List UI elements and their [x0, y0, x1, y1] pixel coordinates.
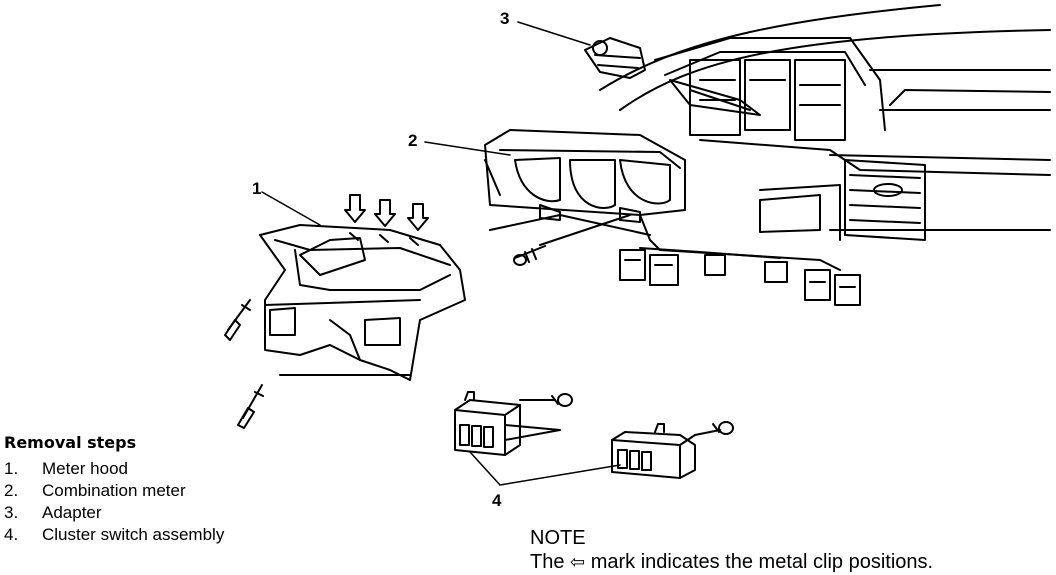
step-label: Cluster switch assembly	[42, 525, 225, 544]
meter-hood-part	[259, 224, 466, 381]
removal-steps-list: 1. Meter hood 2. Combination meter 3. Ad…	[4, 458, 324, 546]
step-number: 3.	[4, 503, 19, 522]
list-item: 3. Adapter	[4, 502, 324, 524]
callout-3: 3	[500, 9, 510, 28]
cluster-switch-right	[611, 421, 734, 479]
air-vent	[844, 159, 926, 241]
note-block: NOTE The ⇦ mark indicates the metal clip…	[530, 526, 1050, 575]
note-prefix: The	[530, 551, 565, 573]
list-item: 2. Combination meter	[4, 480, 324, 502]
dashboard-panel	[599, 4, 1051, 241]
clip-arrow-icon	[374, 199, 396, 227]
note-text: The ⇦ mark indicates the metal clip posi…	[530, 550, 1050, 575]
screw	[513, 245, 546, 266]
cluster-switch-left	[454, 391, 573, 456]
screw	[237, 384, 264, 429]
callout-2: 2	[408, 131, 418, 150]
step-number: 1.	[4, 459, 19, 478]
step-number: 4.	[4, 525, 19, 544]
adapter-part	[584, 37, 761, 116]
step-label: Meter hood	[42, 459, 128, 478]
callout-1: 1	[252, 179, 262, 198]
clip-arrow-icon	[344, 194, 366, 223]
combination-meter-part	[484, 129, 686, 246]
left-arrow-icon: ⇦	[570, 552, 586, 573]
leader-lines	[261, 21, 621, 486]
removal-steps: Removal steps 1. Meter hood 2. Combinati…	[4, 433, 324, 546]
callout-4: 4	[492, 491, 502, 510]
screw	[224, 299, 251, 341]
clip-arrow-icon	[407, 203, 429, 231]
step-label: Adapter	[42, 503, 102, 522]
list-item: 4. Cluster switch assembly	[4, 524, 324, 546]
note-suffix: mark indicates the metal clip positions.	[590, 551, 934, 573]
wiring-harness	[619, 214, 861, 306]
step-label: Combination meter	[42, 481, 186, 500]
removal-steps-title: Removal steps	[4, 433, 137, 452]
step-number: 2.	[4, 481, 19, 500]
clip-arrows	[344, 194, 429, 231]
note-title: NOTE	[530, 527, 586, 549]
list-item: 1. Meter hood	[4, 458, 324, 480]
